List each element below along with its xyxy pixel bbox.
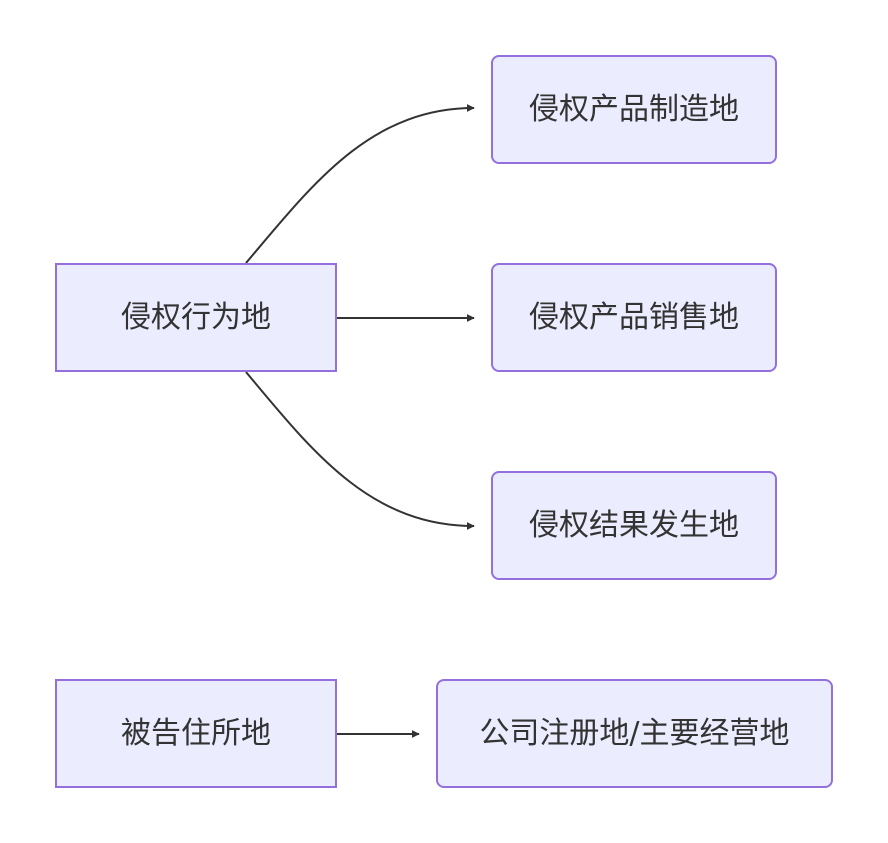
node-infringement-act-place: 侵权行为地 <box>55 263 337 372</box>
node-company-registered-main-business-place: 公司注册地/主要经营地 <box>436 679 833 788</box>
edge-act-to-make <box>245 104 475 264</box>
node-infringing-product-manufacture-place: 侵权产品制造地 <box>491 55 777 164</box>
node-infringement-result-place: 侵权结果发生地 <box>491 471 777 580</box>
node-defendant-domicile: 被告住所地 <box>55 679 337 788</box>
node-infringing-product-sales-place: 侵权产品销售地 <box>491 263 777 372</box>
edge-act-to-result <box>245 371 475 530</box>
